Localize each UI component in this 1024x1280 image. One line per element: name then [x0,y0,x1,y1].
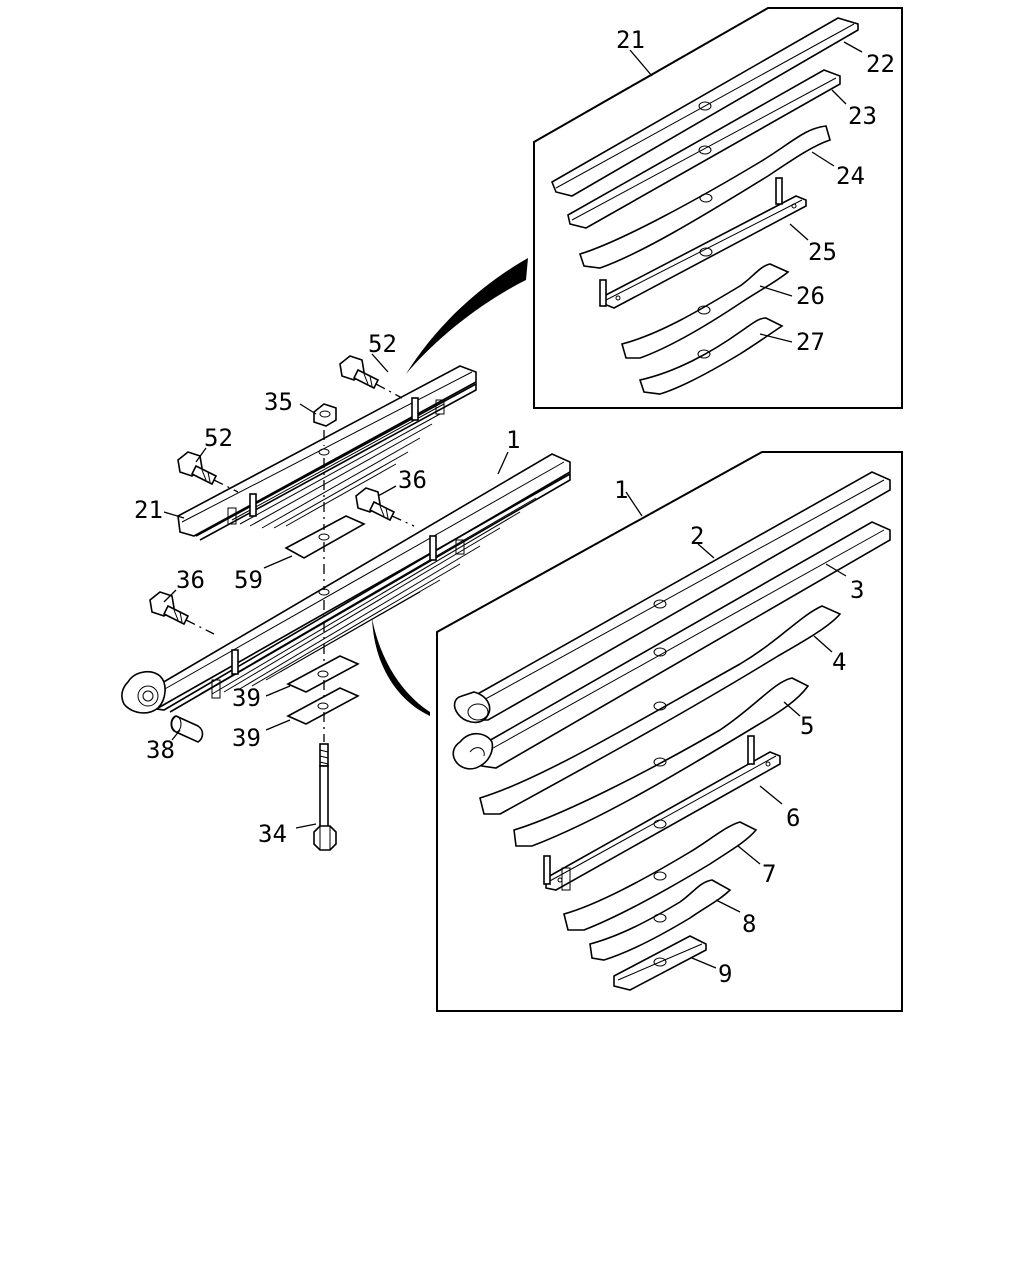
callout-36-left: 36 [176,566,205,594]
callout-26: 26 [796,282,825,310]
pad-59 [284,515,366,559]
callout-3: 3 [850,576,864,604]
leaf-8 [589,879,732,961]
center-bolt-34 [313,743,337,851]
bolt-36-left [149,591,215,635]
callout-5: 5 [800,712,814,740]
callout-4: 4 [832,648,846,676]
callout-59: 59 [234,566,263,594]
leaf-9 [613,935,707,991]
bolt-36-right [355,487,415,527]
leaf-22 [550,17,859,197]
callout-34: 34 [258,820,287,848]
callout-9: 9 [718,960,732,988]
callout-38: 38 [146,736,175,764]
bolt-52-left [177,451,239,493]
leaf-25 [599,177,807,309]
plate-39-upper [286,655,360,693]
connector-swoosh-bottom [372,618,430,716]
leaf-5 [513,677,810,847]
spring-assembly-1 [121,453,571,714]
callout-22: 22 [866,50,895,78]
callout-52-left: 52 [204,424,233,452]
callout-6: 6 [786,804,800,832]
callout-8: 8 [742,910,756,938]
nut-35 [313,403,337,456]
callout-27: 27 [796,328,825,356]
leaf-26 [621,263,790,359]
detail-box-21: 21 [533,7,903,409]
leaf-23 [567,69,841,229]
leaf-2 [453,471,891,724]
callout-36-right: 36 [398,466,427,494]
callout-35: 35 [264,388,293,416]
callout-21-main: 21 [134,496,163,524]
callout-2: 2 [690,522,704,550]
callout-25: 25 [808,238,837,266]
leaf-27 [638,317,784,395]
leaf-24 [578,125,831,269]
callout-1-box: 1 [614,476,628,504]
leaf-3 [452,521,891,770]
connector-swoosh-top [406,258,528,374]
callout-7: 7 [762,860,776,888]
spring-assembly-21 [177,365,477,541]
plate-39-lower [286,687,360,725]
callout-21-box: 21 [616,26,645,54]
leaf-7 [563,821,758,931]
callout-1-main: 1 [506,426,520,454]
bolt-52-top [339,355,403,399]
callout-39-upper: 39 [232,684,261,712]
bushing-38 [170,715,204,743]
leaf-6 [543,735,781,891]
callout-52-top: 52 [368,330,397,358]
callout-24: 24 [836,162,865,190]
callout-39-lower: 39 [232,724,261,752]
detail-box-1: 1 [436,451,903,1012]
callout-23: 23 [848,102,877,130]
leaf-4 [479,605,842,815]
